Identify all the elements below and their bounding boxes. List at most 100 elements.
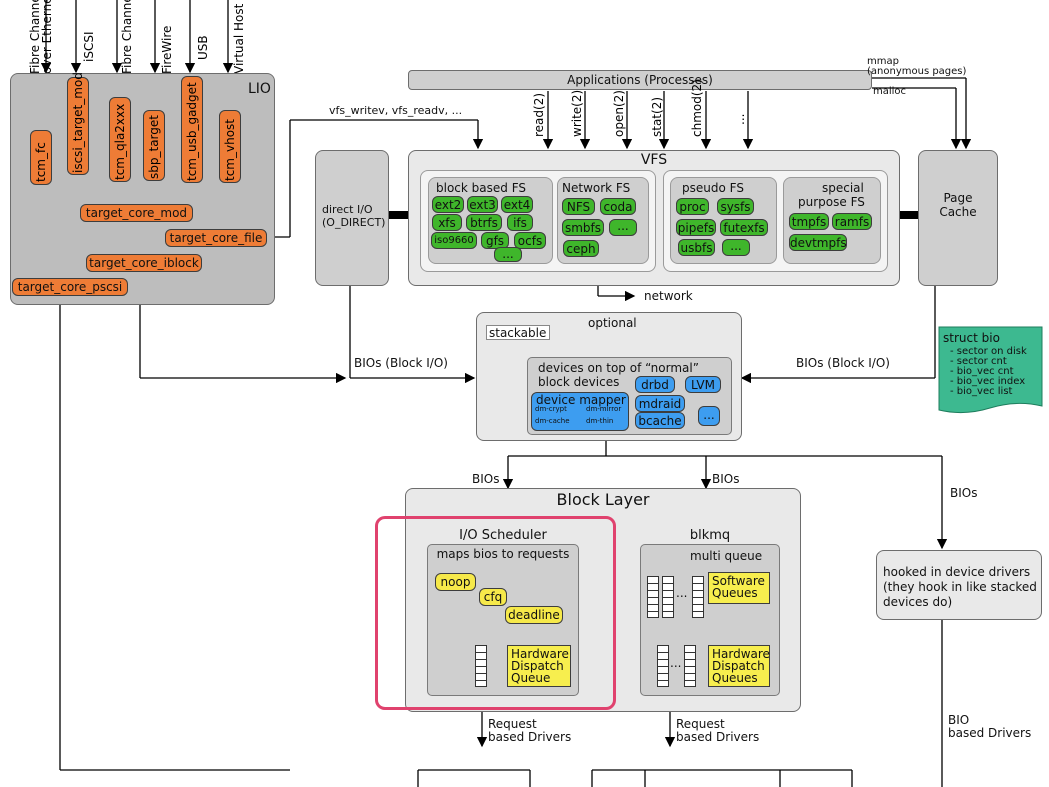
hw-dispatch-label-1: Hardware [511, 647, 569, 661]
request-drivers-1-line-2: based Drivers [488, 730, 572, 744]
page-cache-box [918, 150, 998, 286]
bios-label-right: BIOs [950, 486, 978, 500]
target-core-mod: target_core_mod [80, 204, 193, 222]
iscsi-target-mod-module: iscsi_target_mod [67, 72, 89, 175]
fs-devtmpfs: devtmpfs [789, 234, 847, 251]
hw-queue-ellipsis: ... [670, 656, 682, 670]
fs-gfs: gfs [481, 232, 509, 249]
label-iscsi: iSCSI [82, 31, 96, 63]
bios-block-io-right: BIOs (Block I/O) [796, 356, 890, 370]
struct-bio-field-veclist: - bio_vec list [950, 386, 1013, 397]
struct-bio-field-vecidx: - bio_vec index [950, 376, 1026, 387]
label-usb: USB [196, 35, 210, 60]
syscall-write: write(2) [570, 89, 584, 137]
fs-more-block: ... [494, 247, 522, 262]
sw-queue-3 [692, 576, 704, 618]
device-lvm: LVM [685, 376, 721, 393]
block-layer-title: Block Layer [556, 490, 650, 509]
direct-io-connector [389, 211, 409, 219]
bio-drivers-line-1: BIO [948, 713, 970, 727]
fs-usbfs: usbfs [678, 239, 715, 256]
syscall-chmod: chmod(2) [690, 79, 704, 137]
applications-label: Applications (Processes) [567, 73, 713, 87]
io-scheduler-highlight [375, 516, 616, 710]
hw-queue-2 [684, 645, 696, 687]
fs-ext2: ext2 [432, 196, 464, 213]
scheduler-deadline: deadline [505, 606, 563, 624]
page-cache-connector [900, 211, 920, 219]
fs-ext4: ext4 [501, 196, 533, 213]
bio-drivers-line-2: based Drivers [948, 726, 1032, 740]
target-core-pscsi: target_core_pscsi [12, 278, 128, 296]
special-fs-title: special [822, 181, 864, 195]
request-drivers-1-line-1: Request [488, 717, 537, 731]
fs-sysfs: sysfs [717, 198, 754, 215]
label-firewire: FireWire [160, 25, 174, 74]
syscall-read: read(2) [532, 92, 546, 137]
blkmq-title: blkmq [689, 528, 731, 543]
bios-label-left: BIOs [472, 472, 500, 486]
special-fs-title-2: purpose FS [798, 195, 865, 209]
fs-iso9660: iso9660 [431, 232, 477, 249]
fs-tmpfs: tmpfs [789, 213, 829, 230]
network-label: network [644, 289, 693, 303]
page-cache-label-2: Cache [939, 205, 977, 219]
hooked-drivers-box [876, 550, 1042, 620]
hw-dispatch-label-2: Dispatch [511, 659, 564, 673]
direct-io-label: direct I/O [322, 203, 373, 216]
vfs-title: VFS [640, 152, 668, 168]
optional-title: optional [588, 316, 637, 330]
stackable-label: stackable [489, 326, 547, 340]
struct-bio-field-veccnt: - bio_vec cnt [950, 366, 1014, 377]
tcm-fc-module: tcm_fc [30, 130, 52, 185]
lio-title: LIO [248, 81, 271, 97]
hw-dispatch-queue-stack [475, 645, 487, 687]
multi-queue-label: multi queue [690, 549, 763, 563]
direct-io-sublabel: (O_DIRECT) [322, 216, 386, 229]
request-drivers-2-line-2: based Drivers [676, 730, 760, 744]
fs-smbfs: smbfs [562, 219, 604, 236]
device-mdraid: mdraid [635, 395, 685, 412]
fs-more-pseudo: ... [722, 239, 750, 256]
label-fibre-channel: Fibre Channel [120, 0, 134, 74]
dm-cache: dm-cache [535, 417, 570, 425]
bios-label-middle: BIOs [712, 472, 740, 486]
fs-ceph: ceph [563, 240, 599, 257]
pseudo-fs-title: pseudo FS [682, 181, 744, 195]
sw-queue-2 [662, 576, 674, 618]
mmap-sub-label: (anonymous pages) [867, 66, 967, 77]
hooked-drivers-line-2: (they hook in like stacked [883, 580, 1037, 594]
direct-io-box [315, 150, 389, 286]
hw-dispatch-label-3: Queue [511, 671, 551, 685]
hw-dispatch-queues-label-1: Hardware [712, 647, 770, 661]
syscall-more: ... [733, 113, 747, 125]
struct-bio-field-sector: - sector on disk [950, 346, 1027, 357]
tcm-usb-gadget-module: tcm_usb_gadget [181, 76, 203, 183]
target-core-iblock: target_core_iblock [86, 254, 202, 272]
tcm-qla2xxx-module: tcm_qla2xxx [109, 97, 131, 182]
page-cache-label: Page [943, 191, 973, 205]
software-queues-box [708, 572, 770, 604]
stacked-devices-label-2: block devices [538, 375, 620, 389]
applications-bar [408, 70, 872, 90]
sbp-target-module: sbp_target [143, 110, 165, 181]
hw-dispatch-queues-label-3: Queues [712, 671, 758, 685]
struct-bio-field-count: - sector cnt [950, 356, 1007, 367]
maps-bios-label: maps bios to requests [436, 547, 570, 561]
label-virtual-host: Virtual Host [232, 3, 246, 74]
fs-pipefs: pipefs [676, 219, 716, 236]
struct-bio-shape [938, 326, 1043, 414]
device-bcache: bcache [635, 412, 685, 429]
fs-coda: coda [600, 198, 636, 215]
struct-bio-title: struct bio [943, 331, 1000, 345]
hooked-drivers-line-3: devices do) [883, 595, 953, 609]
syscall-open: open(2) [612, 90, 626, 137]
io-scheduler-title: I/O Scheduler [459, 528, 547, 543]
dm-mirror: dm-mirror [586, 405, 622, 413]
hw-dispatch-queues-label-2: Dispatch [712, 659, 765, 673]
device-mapper-title: device mapper [536, 393, 626, 407]
sw-queue-ellipsis: ... [676, 586, 688, 600]
hw-queue-1 [657, 645, 669, 687]
block-based-fs-title: block based FS [436, 181, 526, 195]
syscall-stat: stat(2) [650, 96, 664, 137]
